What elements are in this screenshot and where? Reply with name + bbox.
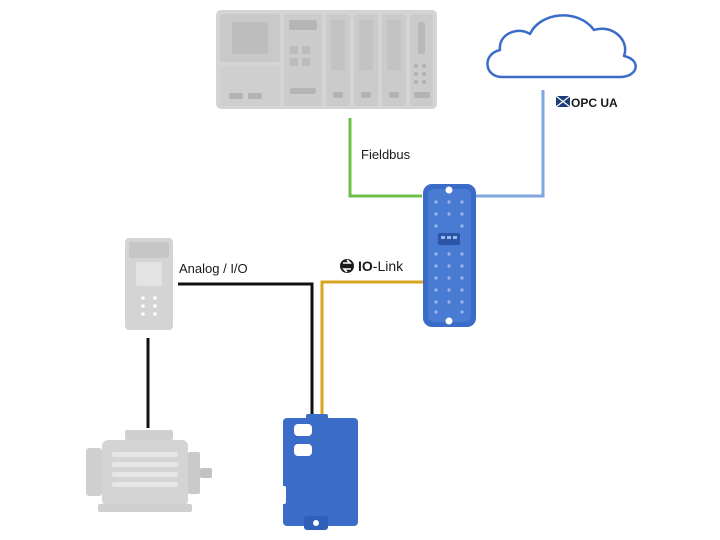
- fieldbus-label: Fieldbus: [361, 147, 411, 162]
- motor-icon: [86, 430, 212, 512]
- io-link-label-suffix: -Link: [373, 258, 404, 274]
- sensor-icon: [276, 414, 358, 530]
- analog-io-label: Analog / I/O: [179, 261, 248, 276]
- opc-ua-logo-icon: OPC UA: [555, 95, 618, 110]
- cloud-link-line: [476, 90, 545, 198]
- analog-line: [178, 282, 314, 418]
- cloud-icon: [486, 14, 637, 79]
- analog-io-module-icon: [125, 238, 173, 330]
- io-link-line: [320, 280, 423, 418]
- opc-ua-label: OPC UA: [571, 96, 618, 110]
- io-link-label-prefix: IO: [358, 258, 373, 274]
- plc-rack-icon: [216, 10, 437, 109]
- io-link-logo-icon: [340, 259, 354, 273]
- fieldbus-line: [348, 118, 422, 198]
- io-link-label: IO-Link: [358, 258, 404, 274]
- connections: [146, 90, 545, 428]
- io-link-master-icon: [423, 184, 476, 327]
